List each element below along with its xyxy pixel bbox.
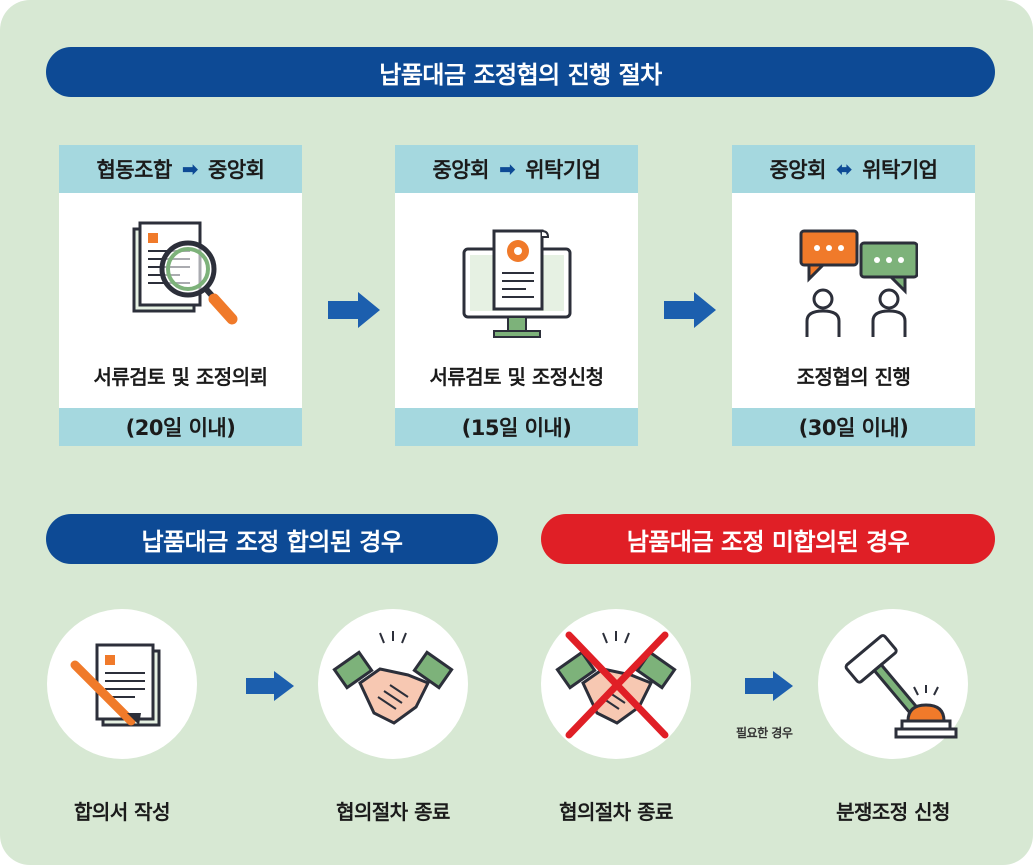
step-2-box: 서류검토 및 조정신청 — [395, 193, 638, 408]
monitor-document-icon — [462, 229, 572, 338]
step-3-header: 중앙회 ⬌ 위탁기업 — [732, 145, 975, 193]
step-1-header: 협동조합 ➡ 중앙회 — [59, 145, 302, 193]
step-3: 중앙회 ⬌ 위탁기업 조정협의 진행 (30일 이내) — [732, 145, 975, 446]
not-agreed-item-1 — [541, 609, 691, 759]
step-3-period: (30일 이내) — [732, 408, 975, 446]
agreed-title: 납품대금 조정 합의된 경우 — [46, 514, 498, 564]
document-pen-icon — [70, 643, 161, 727]
process-arrow-icon — [745, 671, 793, 701]
step-arrow-icon — [664, 292, 716, 328]
step-2-label: 서류검토 및 조정신청 — [429, 365, 604, 389]
step-1-label: 서류검토 및 조정의뢰 — [93, 365, 268, 389]
agreed-item-2-label: 협의절차 종료 — [336, 800, 450, 824]
not-agreed-item-1-label: 협의절차 종료 — [559, 800, 673, 824]
right-arrow-icon: ➡ — [498, 157, 516, 181]
step-2-to: 위탁기업 — [525, 158, 601, 182]
step-1: 협동조합 ➡ 중앙회 서류검토 및 조정의뢰 (20일 이내) — [59, 145, 302, 446]
not-agreed-item-2-label: 분쟁조정 신청 — [836, 800, 950, 824]
step-2-period: (15일 이내) — [395, 408, 638, 446]
document-search-icon — [132, 221, 238, 325]
not-agreed-title: 남품대금 조정 미합의된 경우 — [541, 514, 995, 564]
not-agreed-item-2 — [818, 609, 968, 759]
handshake-crossed-icon — [555, 631, 677, 739]
step-3-to: 위탁기업 — [862, 158, 938, 182]
agreed-item-2 — [318, 609, 468, 759]
step-3-label: 조정협의 진행 — [796, 365, 911, 389]
arrow-note: 필요한 경우 — [736, 726, 793, 740]
right-arrow-icon: ➡ — [181, 157, 199, 181]
step-2-from: 중앙회 — [432, 158, 489, 182]
gavel-icon — [844, 634, 958, 739]
step-3-box: 조정협의 진행 — [732, 193, 975, 408]
step-1-to: 중앙회 — [208, 158, 265, 182]
people-chat-icon — [799, 229, 918, 337]
process-arrow-icon — [246, 671, 294, 701]
step-arrow-icon — [328, 292, 380, 328]
agreed-item-1-label: 합의서 작성 — [74, 800, 170, 824]
step-1-period: (20일 이내) — [59, 408, 302, 446]
step-1-from: 협동조합 — [96, 158, 172, 182]
diagram-title: 납품대금 조정협의 진행 절차 — [46, 47, 995, 97]
step-2-header: 중앙회 ➡ 위탁기업 — [395, 145, 638, 193]
step-1-box: 서류검토 및 조정의뢰 — [59, 193, 302, 408]
step-2: 중앙회 ➡ 위탁기업 서류검토 및 조정신청 (15일 이내) — [395, 145, 638, 446]
step-3-from: 중앙회 — [769, 158, 826, 182]
agreed-item-1 — [47, 609, 197, 759]
handshake-icon — [332, 631, 454, 725]
double-arrow-icon: ⬌ — [835, 157, 853, 181]
